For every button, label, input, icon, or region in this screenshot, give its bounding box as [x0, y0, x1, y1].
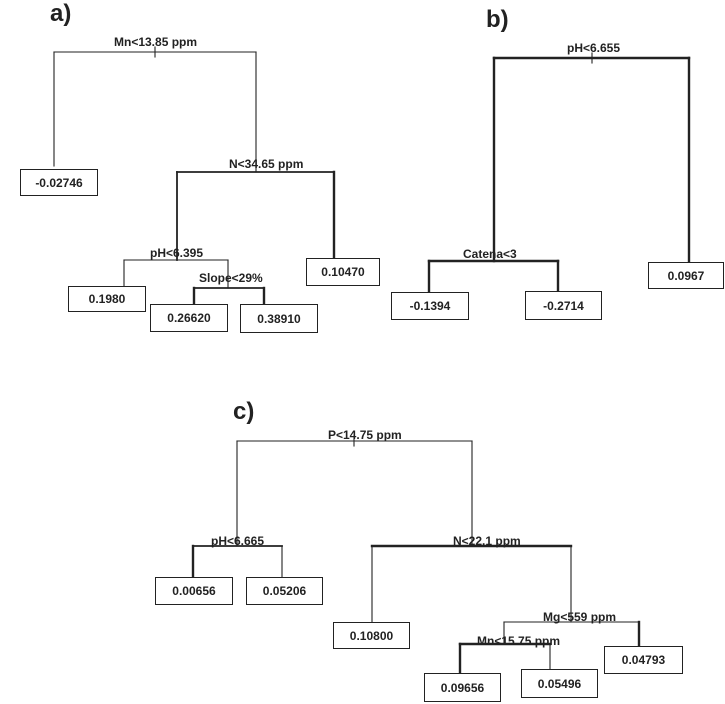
tree-c-branches — [191, 435, 641, 675]
split-label-c-mg: Mg<559 ppm — [543, 610, 617, 624]
leaf-node: 0.1980 — [68, 286, 146, 312]
split-label-b-root: pH<6.655 — [567, 41, 621, 55]
tree-a-branches — [53, 46, 336, 306]
leaf-node: 0.26620 — [150, 304, 228, 332]
split-label-c-ph: pH<6.665 — [211, 534, 265, 548]
leaf-node: 0.10470 — [306, 258, 380, 286]
leaf-node: 0.05496 — [521, 669, 598, 698]
split-label-b-catena: Catena<3 — [463, 247, 517, 261]
split-label-a-slope: Slope<29% — [199, 271, 263, 285]
leaf-node: -0.02746 — [20, 169, 98, 196]
split-label-c-n: N<22.1 ppm — [453, 534, 521, 548]
split-label-a-n: N<34.65 ppm — [229, 157, 304, 171]
panel-label-a: a) — [50, 0, 72, 27]
split-label-c-mn: Mn<15.75 ppm — [477, 634, 561, 648]
split-label-a-ph: pH<6.395 — [150, 246, 204, 260]
panel-label-c: c) — [233, 398, 255, 425]
split-label-a-root: Mn<13.85 ppm — [114, 35, 198, 49]
leaf-node: 0.38910 — [240, 304, 318, 333]
panel-label-b: b) — [486, 6, 509, 33]
leaf-node: -0.1394 — [391, 292, 469, 320]
leaf-node: 0.10800 — [333, 622, 410, 649]
tree-b-branches — [427, 52, 691, 294]
leaf-node: 0.0967 — [648, 262, 724, 289]
leaf-node: -0.2714 — [525, 291, 602, 320]
leaf-node: 0.04793 — [604, 646, 683, 674]
leaf-node: 0.00656 — [155, 577, 233, 605]
leaf-node: 0.05206 — [246, 577, 323, 605]
leaf-node: 0.09656 — [424, 673, 501, 702]
split-label-c-root: P<14.75 ppm — [328, 428, 402, 442]
